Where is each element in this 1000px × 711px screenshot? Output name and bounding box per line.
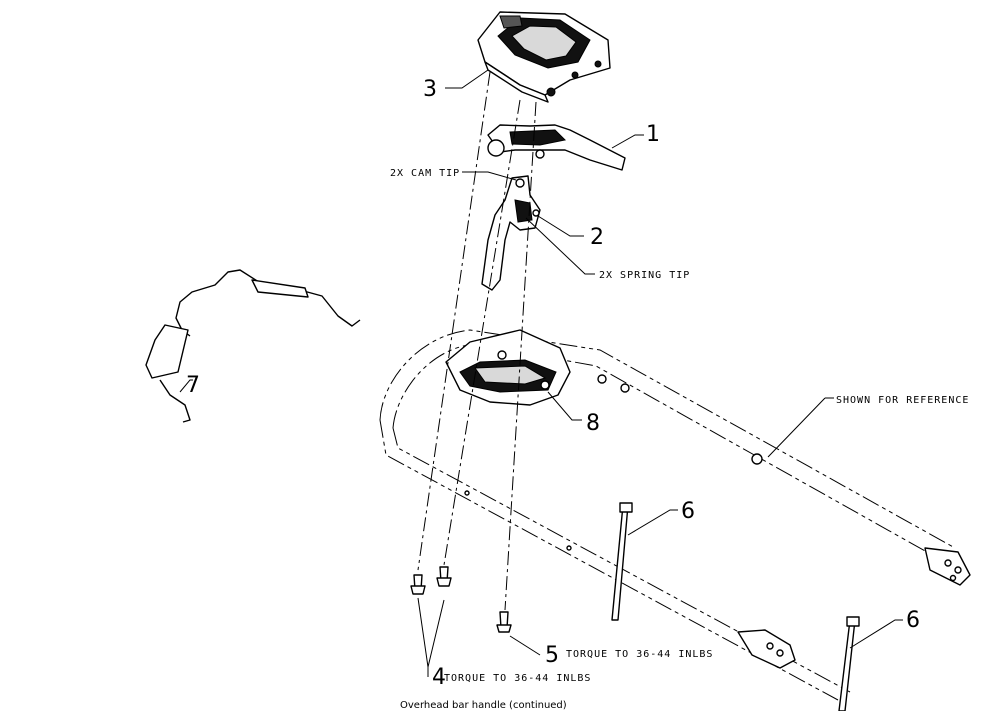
part-3-control-head (445, 11, 611, 103)
handle-frame (379, 329, 971, 701)
callout-6b: 6 (906, 608, 920, 633)
part-6-cable-ties (611, 502, 903, 711)
part-5-screw (496, 611, 541, 656)
callout-7: 7 (186, 373, 200, 398)
note-spring-tip: 2X SPRING TIP (599, 270, 690, 281)
callout-1: 1 (646, 122, 660, 147)
footer-caption: Overhead bar handle (continued) (400, 700, 567, 711)
callout-3: 3 (423, 77, 437, 102)
callout-4: 4 (432, 665, 446, 690)
callout-8: 8 (586, 411, 600, 436)
part-2-bail-lever (462, 171, 595, 291)
assembly-centerlines (417, 71, 537, 611)
part-4-screws (410, 566, 452, 677)
part-7-cable (145, 269, 361, 423)
note-shown-for-reference: SHOWN FOR REFERENCE (836, 395, 969, 406)
callout-2: 2 (590, 225, 604, 250)
note-torque-5: TORQUE TO 36-44 INLBS (566, 649, 713, 660)
note-torque-4: TORQUE TO 36-44 INLBS (444, 673, 591, 684)
callout-5: 5 (545, 643, 559, 668)
part-8-bracket (445, 329, 582, 421)
note-cam-tip: 2X CAM TIP (390, 168, 460, 179)
callout-6a: 6 (681, 499, 695, 524)
part-1-lever (487, 124, 644, 171)
